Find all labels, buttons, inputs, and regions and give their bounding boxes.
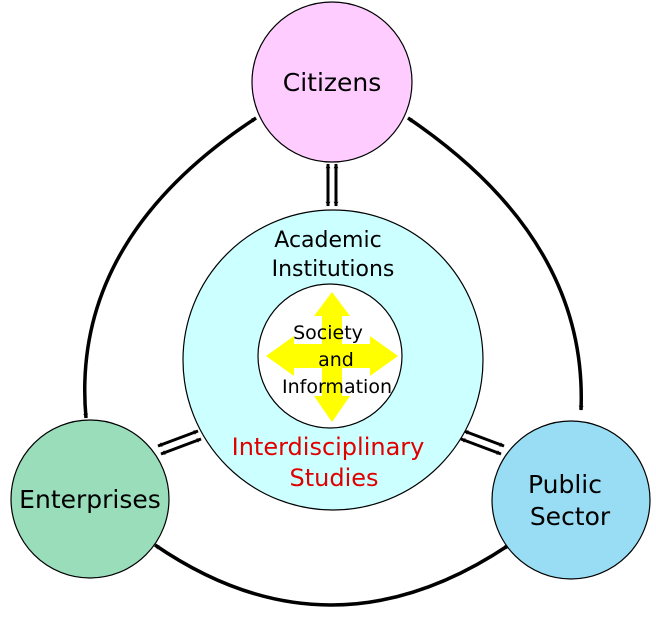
arrow-citizens-public-sector <box>407 116 584 411</box>
public-sector-label-line1: Public <box>528 470 602 499</box>
academic-label-line2: Institutions <box>272 257 395 282</box>
arrow-citizens-academic <box>325 163 339 207</box>
arrow-enterprises-academic <box>157 429 202 456</box>
core-label-line3: Information <box>282 376 392 398</box>
enterprises-node <box>10 419 170 579</box>
arrow-citizens-enterprises <box>83 116 257 419</box>
core-label-line1: Society <box>293 322 363 344</box>
academic-label-line1: Academic <box>274 228 381 253</box>
interdisciplinary-label-line2: Studies <box>289 464 378 492</box>
citizens-node <box>251 1 413 163</box>
core-label-line2: and <box>318 349 354 371</box>
four-way-arrow-icon <box>266 292 398 422</box>
public-sector-node <box>491 420 651 580</box>
enterprises-label: Enterprises <box>19 485 161 514</box>
arrow-public-sector-academic <box>460 429 505 456</box>
interdisciplinary-label-line1: Interdisciplinary <box>232 433 425 461</box>
public-sector-label-line2: Sector <box>530 502 611 531</box>
citizens-label: Citizens <box>283 68 382 97</box>
arrow-enterprises-public-sector <box>154 543 510 607</box>
